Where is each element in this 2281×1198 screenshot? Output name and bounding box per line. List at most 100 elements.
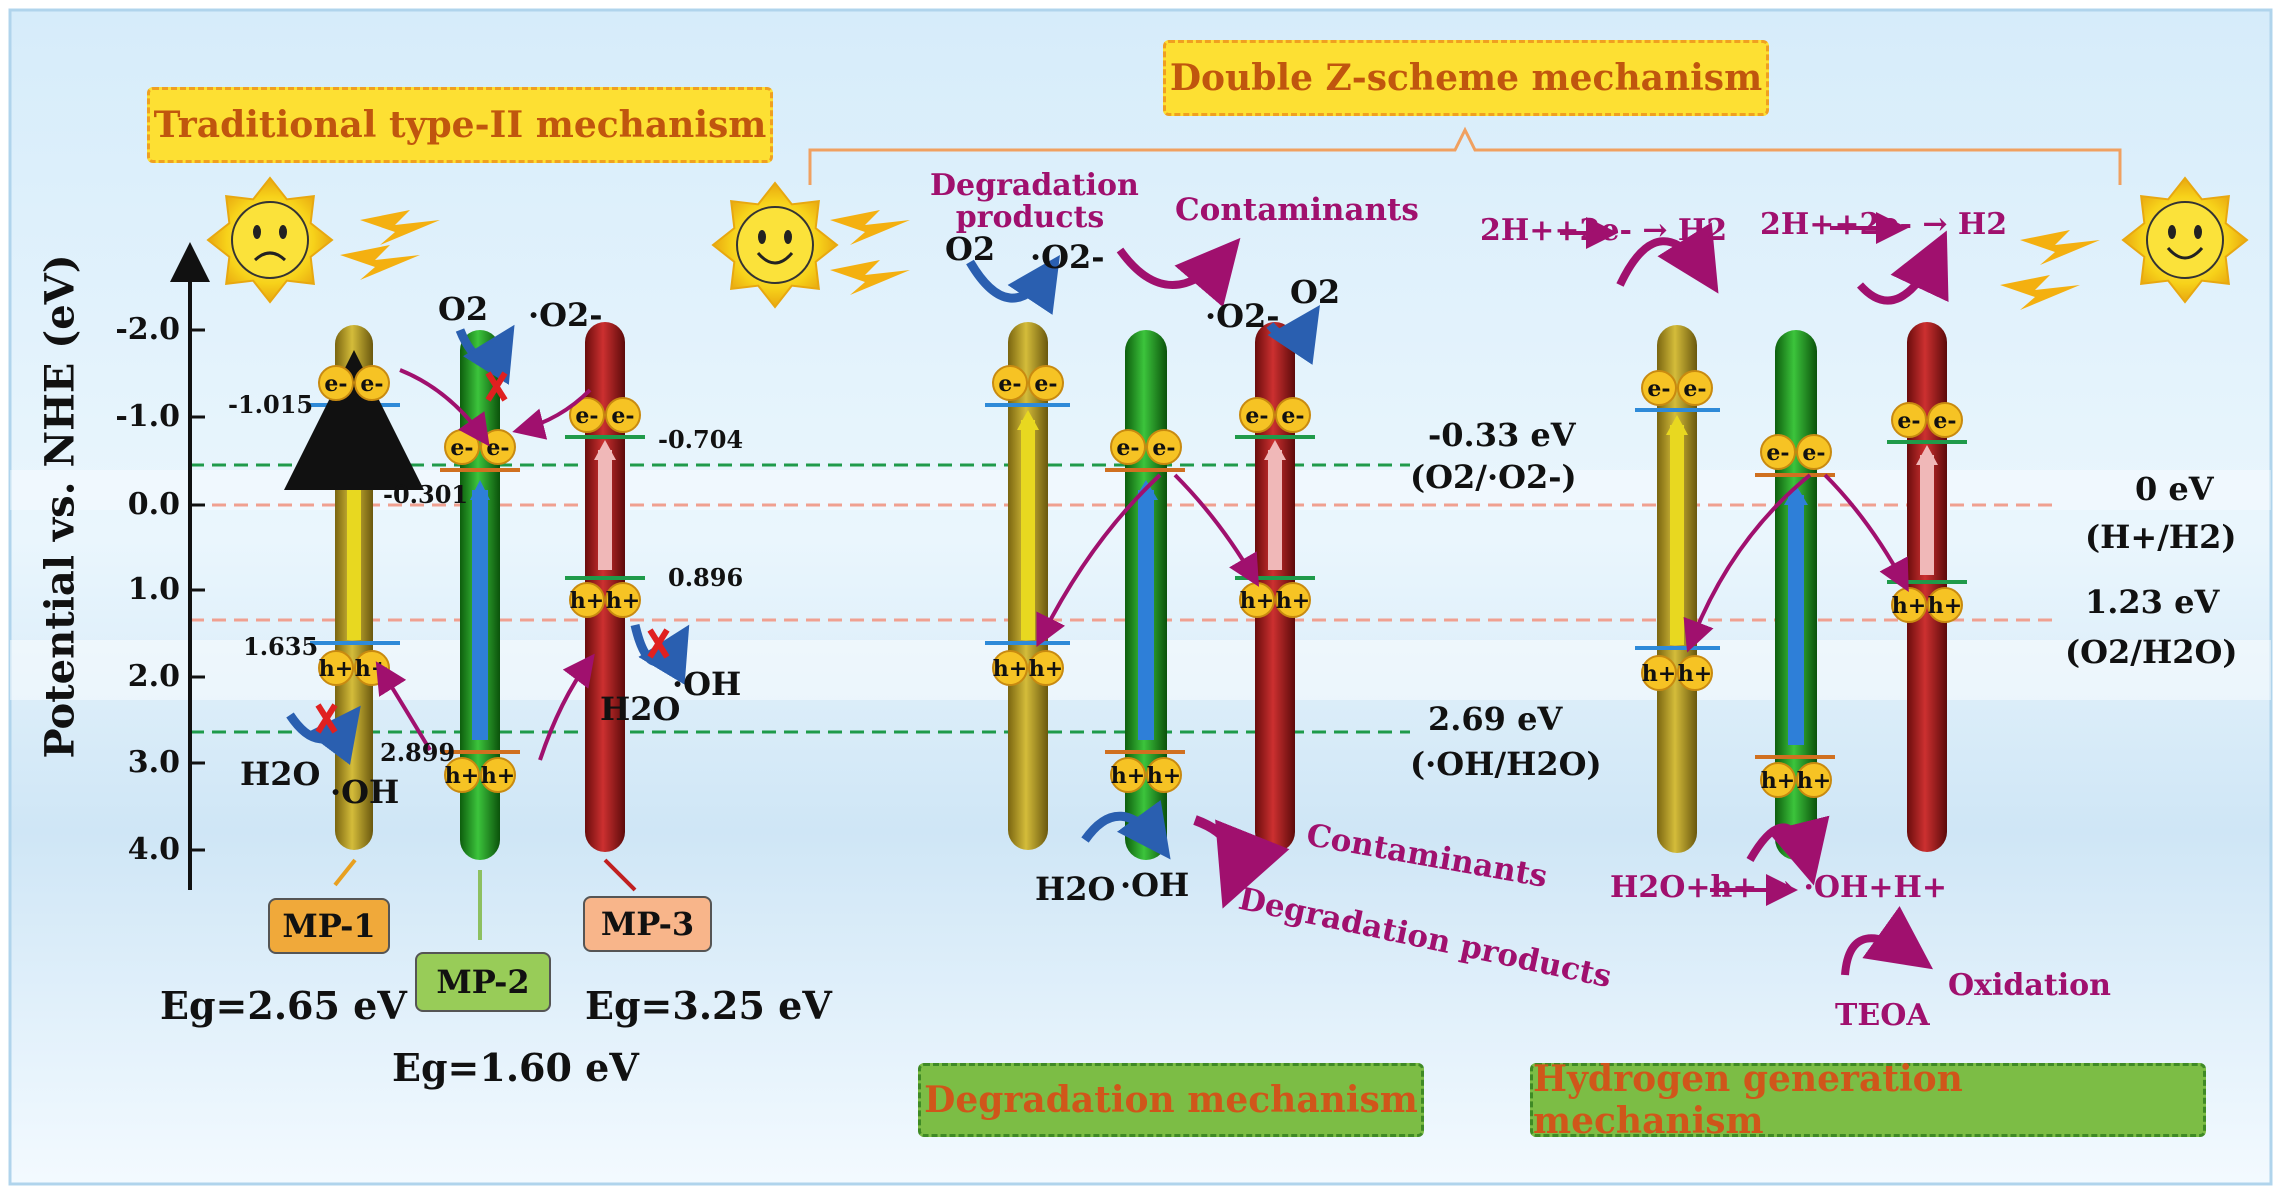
electron-icon (1891, 402, 1927, 438)
deg-products-top: Degradation products (930, 168, 1139, 235)
hole-icon (1641, 655, 1677, 691)
electron-label: e- (1281, 403, 1304, 429)
electron-label: e- (611, 403, 634, 429)
hole-label: h+ (1111, 763, 1145, 789)
hole-label: h+ (1029, 656, 1063, 682)
electron-icon (1796, 434, 1832, 470)
hole-label: h+ (1678, 661, 1712, 687)
hole-icon (444, 757, 480, 793)
h2-reaction-right: 2H++2e- → H2 (1760, 207, 2008, 242)
hole-label: h+ (606, 588, 640, 614)
water-label-mp1: H2O (240, 755, 321, 793)
lightning-icons (340, 210, 2100, 310)
superoxide-label-deg: ·O2- (1030, 238, 1105, 276)
superoxide-label: ·O2- (528, 296, 603, 334)
type2-title: Traditional type-II mechanism (147, 87, 773, 163)
happy-sun-icon (2121, 176, 2249, 304)
hole-icon (1028, 650, 1064, 686)
electron-icon (605, 397, 641, 433)
hole-label: h+ (1761, 768, 1795, 794)
mp3-cb-value: -0.704 (658, 425, 744, 454)
y-tick-label: 3.0 (127, 745, 180, 780)
electron-label: e- (1152, 435, 1175, 461)
mp1-box: MP-1 (268, 898, 390, 954)
hole-label: h+ (1892, 593, 1926, 619)
mp1-vb-value: 1.635 (243, 632, 319, 661)
electron-icon (1239, 397, 1275, 433)
teoa-label: TEOA (1835, 998, 1930, 1033)
y-tick-label: -2.0 (115, 312, 180, 347)
mp3-bar (585, 322, 625, 852)
hole-icon (569, 582, 605, 618)
contaminants-top: Contaminants (1175, 192, 1419, 228)
oh-potential-value: 2.69 eV (1428, 700, 1563, 738)
electron-label: e- (998, 371, 1021, 397)
electron-icon (1641, 370, 1677, 406)
electron-label: e- (1683, 376, 1706, 402)
sad-sun-icon (206, 176, 334, 304)
o2-label-deg2: O2 (1290, 273, 1341, 311)
redox-arrows (286, 255, 1320, 860)
sun-icons (206, 176, 2249, 309)
electron-icon (1760, 434, 1796, 470)
y-tick-label: -1.0 (115, 399, 180, 434)
h2-reaction-left: 2H++2e- → H2 (1480, 213, 1728, 248)
hole-icon (1796, 762, 1832, 798)
electron-label: e- (1933, 408, 1956, 434)
hole-icon (1110, 757, 1146, 793)
electron-icon (992, 365, 1028, 401)
electron-label: e- (486, 435, 509, 461)
electron-label: e- (1897, 408, 1920, 434)
hole-icon (1677, 655, 1713, 691)
y-axis-ticks (190, 328, 205, 852)
water-label-mp3: H2O (600, 690, 681, 728)
electron-label: e- (1802, 440, 1825, 466)
electron-icon (318, 365, 354, 401)
y-tick-label: 4.0 (127, 832, 180, 867)
h2-potential-couple: (H+/H2) (2085, 518, 2237, 556)
hole-icon (1275, 582, 1311, 618)
o2h2o-potential-couple: (O2/H2O) (2065, 633, 2238, 671)
o2h2o-potential-value: 1.23 eV (2085, 583, 2220, 621)
hole-icon (480, 757, 516, 793)
hole-label: h+ (1797, 768, 1831, 794)
electron-label: e- (450, 435, 473, 461)
charge-carriers: e-e-e-e-e-e-h+h+h+h+h+h+e-e-e-e-e-e-h+h+… (318, 365, 1963, 798)
hole-label: h+ (481, 763, 515, 789)
hole-label: h+ (445, 763, 479, 789)
hole-label: h+ (1276, 588, 1310, 614)
electron-label: e- (1766, 440, 1789, 466)
hydroxyl-label-mp1: ·OH (330, 773, 400, 811)
hole-label: h+ (1642, 661, 1676, 687)
hole-icon (318, 650, 354, 686)
electron-label: e- (1034, 371, 1057, 397)
hole-icon (992, 650, 1028, 686)
zscheme-brace (808, 126, 2122, 185)
y-axis-label: Potential vs. NHE (eV) (36, 254, 84, 759)
hole-icon (1891, 587, 1927, 623)
zscheme-title: Double Z-scheme mechanism (1163, 40, 1769, 116)
electron-label: e- (1116, 435, 1139, 461)
hydroxyl-label-deg: ·OH (1120, 866, 1190, 904)
hole-label: h+ (1928, 593, 1962, 619)
electron-label: e- (1245, 403, 1268, 429)
mp2-eg: Eg=1.60 eV (392, 1045, 639, 1090)
oh-potential-couple: (·OH/H2O) (1410, 745, 1602, 783)
reaction-arrows (1560, 212, 1908, 906)
hole-icon (1146, 757, 1182, 793)
electron-icon (1677, 370, 1713, 406)
electron-label: e- (575, 403, 598, 429)
mp1-eg: Eg=2.65 eV (160, 983, 407, 1028)
o2-potential-value: -0.33 eV (1428, 416, 1576, 454)
electron-icon (1028, 365, 1064, 401)
electron-label: e- (1647, 376, 1670, 402)
electron-label: e- (324, 371, 347, 397)
hole-label: h+ (1147, 763, 1181, 789)
electron-icon (354, 365, 390, 401)
oxidation-label: Oxidation (1948, 968, 2111, 1003)
electron-icon (569, 397, 605, 433)
hole-icon (1760, 762, 1796, 798)
mp2-vb-value: 2.899 (380, 738, 456, 767)
h2-potential-value: 0 eV (2135, 470, 2214, 508)
hydroxyl-label-mp3: ·OH (672, 665, 742, 703)
